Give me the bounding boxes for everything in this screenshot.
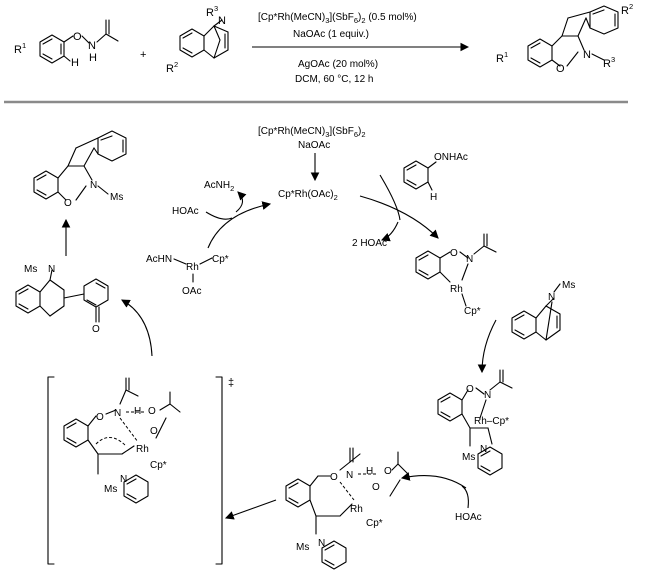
rhodacycle-o: O	[450, 248, 458, 259]
n-label: N	[88, 40, 96, 52]
product-o-label: O	[556, 63, 565, 75]
substrate-label: ONHAc	[434, 152, 468, 163]
precatalyst-text: [Cp*Rh(MeCN)3](SbF6)2	[258, 126, 366, 139]
catalytic-cycle: [Cp*Rh(MeCN)3](SbF6)2 NaOAc Cp*Rh(OAc)2 …	[15, 126, 575, 570]
product-ms: Ms	[110, 192, 123, 203]
rhodacycle-rh: Rh	[450, 284, 463, 295]
ts-n: N	[114, 408, 121, 419]
ts-rh: Rh	[136, 444, 149, 455]
amide-rh: Rh	[186, 262, 199, 273]
hoac-entry-arrow	[461, 485, 469, 509]
acnh2-release-arrow	[235, 191, 247, 213]
protonated-ms: Ms	[296, 542, 309, 553]
additive-text: AgOAc (20 mol%)	[298, 59, 378, 70]
top-reaction: R1 H O N H + R3 N R2 [Cp*Rh(MeC	[14, 2, 633, 85]
elimination-arrow	[121, 299, 153, 357]
protonation-arrow	[400, 472, 467, 489]
ts-h: H	[134, 406, 141, 417]
h-label: H	[71, 57, 79, 69]
ch-activation-arrow	[359, 195, 439, 239]
precatalyst-base: NaOAc	[298, 140, 330, 151]
insertion-arrow	[477, 319, 497, 374]
product-r1-label: R1	[496, 50, 508, 65]
product-structure: R1 O N R3 R2	[496, 2, 633, 75]
norbornadiene-n: N	[548, 292, 555, 303]
intermediate-protonated: O N H O O Rh Cp* Ms N	[285, 447, 409, 570]
dearom-o: O	[92, 324, 100, 335]
rhodacycle-cp: Cp*	[464, 306, 481, 317]
rh-amide-species: AcHN Rh Cp* OAc	[146, 254, 229, 297]
reactant-azabenzonorbornadiene: R3 N R2	[166, 4, 229, 75]
catalyst-text: [Cp*Rh(MeCN)3](SbF6)2 (0.5 mol%)	[258, 12, 417, 25]
dearom-ms: Ms	[24, 264, 37, 275]
insertion-rh-cp: Rh–Cp*	[474, 416, 509, 427]
o-label: O	[73, 31, 82, 43]
insertion-n: N	[484, 390, 491, 401]
transition-state: ‡ O N H O	[47, 376, 234, 565]
substrate-entry-arrow	[379, 174, 401, 221]
product-o: O	[64, 198, 72, 209]
ts-arrow	[224, 499, 277, 520]
plus-sign: +	[140, 49, 146, 61]
amide-cp: Cp*	[212, 254, 229, 265]
protonated-o3: O	[372, 482, 380, 493]
rhodacycle-n: N	[466, 254, 473, 265]
byproduct-2hoac: 2 HOAc	[352, 238, 387, 249]
ts-ms: Ms	[104, 484, 117, 495]
ts-cp: Cp*	[150, 460, 167, 471]
substrate-h: H	[430, 192, 437, 203]
norbornadiene-ms: Ms	[562, 280, 575, 291]
reactant-phenoxyacetamide: R1 H O N H	[14, 19, 119, 69]
r3-label: R3	[206, 4, 218, 19]
substrate-norbornadiene: N Ms	[511, 280, 575, 341]
product-r2-label: R2	[621, 2, 633, 17]
r2-label: R2	[166, 60, 178, 75]
conditions-text: DCM, 60 °C, 12 h	[295, 74, 373, 85]
hoac-right: HOAc	[455, 512, 482, 523]
acnh2-label: AcNH2	[204, 180, 234, 193]
protonated-n: N	[346, 470, 353, 481]
hoac-left: HOAc	[172, 206, 199, 217]
protonated-o2: O	[384, 466, 392, 477]
intermediate-insertion: O N Rh–Cp* Ms N	[437, 369, 513, 476]
amide-oac: OAc	[182, 286, 201, 297]
nh-h-label: H	[89, 52, 97, 64]
active-catalyst: Cp*Rh(OAc)2	[278, 189, 338, 202]
substrate-phenoxyacetamide: ONHAc H	[403, 152, 468, 203]
ts-dagger: ‡	[228, 377, 234, 389]
cycle-product: O N Ms	[33, 130, 127, 209]
product-r3-label: R3	[603, 55, 615, 70]
intermediate-dearomatized: Ms N O	[15, 264, 109, 335]
ts-o: O	[96, 412, 104, 423]
r1-label: R1	[14, 41, 26, 56]
reaction-arrow-group: [Cp*Rh(MeCN)3](SbF6)2 (0.5 mol%) NaOAc (…	[252, 12, 470, 85]
ts-o2: O	[148, 406, 156, 417]
intermediate-rhodacycle: O N Rh Cp*	[415, 233, 497, 317]
base-text: NaOAc (1 equiv.)	[293, 29, 369, 40]
product-n-label: N	[583, 49, 591, 61]
n-label-r3: N	[218, 15, 226, 27]
protonated-n2: N	[318, 538, 325, 549]
regeneration-arrow	[207, 201, 272, 249]
achn-label: AcHN	[146, 254, 172, 265]
protonated-rh: Rh	[350, 504, 363, 515]
insertion-n2: N	[480, 444, 487, 455]
dearom-n: N	[48, 264, 55, 275]
hoac-release-arrow	[380, 221, 399, 242]
insertion-o: O	[466, 384, 474, 395]
ts-o3: O	[150, 426, 158, 437]
insertion-ms: Ms	[462, 452, 475, 463]
protonated-h: H	[366, 466, 373, 477]
protonated-cp: Cp*	[366, 518, 383, 529]
hoac-left-arrow	[205, 211, 233, 220]
ts-n2: N	[120, 474, 127, 485]
protonated-o: O	[330, 472, 338, 483]
product-n: N	[90, 180, 97, 191]
